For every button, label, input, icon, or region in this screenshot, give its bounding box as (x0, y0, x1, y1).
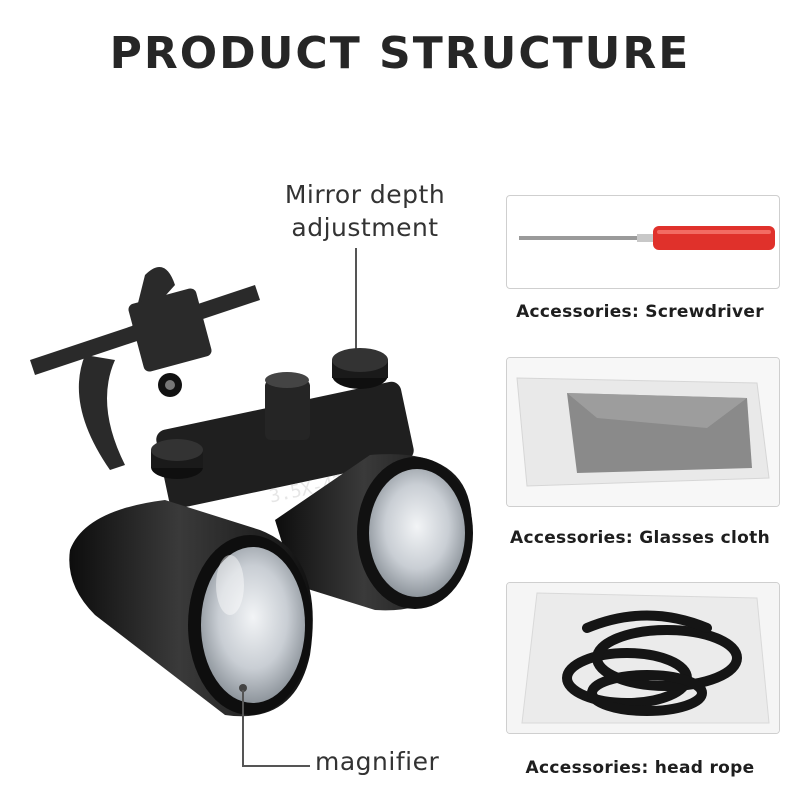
accessory-card-screwdriver (506, 195, 780, 289)
screwdriver-image (519, 226, 775, 250)
mirror-depth-leader (355, 248, 357, 364)
callout-line-1: Mirror depth (284, 180, 446, 209)
accessory-card-head-rope (506, 582, 780, 734)
head-rope-image (507, 583, 779, 733)
loupe-product-image: 3.5X-420 (30, 267, 473, 717)
caption-screwdriver: Accessories: Screwdriver (516, 302, 764, 322)
adjustment-knob (332, 348, 388, 389)
glasses-cloth-image (507, 358, 779, 506)
magnifier-callout: magnifier (315, 747, 440, 776)
callout-line-2: adjustment (291, 213, 439, 242)
mirror-depth-callout: Mirror depth adjustment (270, 178, 460, 244)
caption-head-rope: Accessories: head rope (525, 758, 755, 778)
caption-glasses-cloth: Accessories: Glasses cloth (509, 528, 770, 548)
magnifier-dot (239, 684, 247, 692)
magnifier-leader-h (242, 765, 310, 767)
page-title: PRODUCT STRUCTURE (109, 28, 691, 79)
magnifier-leader-v (242, 690, 244, 766)
clip-bracket (30, 267, 260, 470)
accessory-card-glasses-cloth (506, 357, 780, 507)
